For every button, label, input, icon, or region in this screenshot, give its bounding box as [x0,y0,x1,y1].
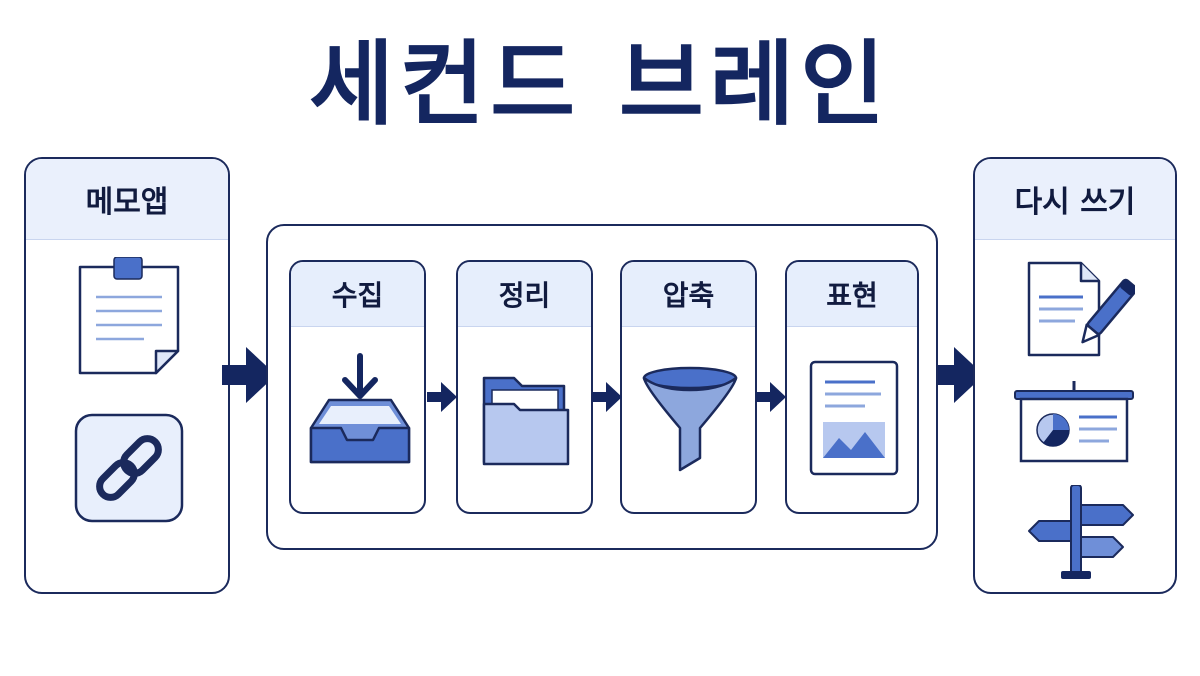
inbox-download-icon [309,350,411,470]
folder-icon [480,366,572,470]
stage-organize-label: 정리 [458,262,591,327]
arrow-right-icon [427,382,457,412]
document-icon [809,360,899,476]
stage-express: 표현 [785,260,919,514]
stage-compress: 압축 [620,260,757,514]
write-document-icon [1025,259,1138,359]
sticky-note-icon [74,256,184,379]
stage-express-label: 표현 [787,262,917,327]
diagram-title: 세컨드 브레인 [309,31,891,138]
stage-compress-label: 압축 [622,262,755,327]
arrow-right-icon [222,347,276,403]
stage-collect: 수집 [289,260,426,514]
signpost-icon [1025,484,1135,581]
arrow-right-icon [930,347,984,403]
link-icon [74,413,184,523]
arrow-right-icon [756,382,786,412]
funnel-icon [640,366,740,476]
memo-app-panel: 메모앱 [24,157,230,594]
arrow-right-icon [592,382,622,412]
memo-app-label: 메모앱 [26,159,228,240]
presentation-icon [1013,381,1135,471]
rewrite-label: 다시 쓰기 [975,159,1175,240]
stage-collect-label: 수집 [291,262,424,327]
stage-organize: 정리 [456,260,593,514]
rewrite-panel: 다시 쓰기 [973,157,1177,594]
